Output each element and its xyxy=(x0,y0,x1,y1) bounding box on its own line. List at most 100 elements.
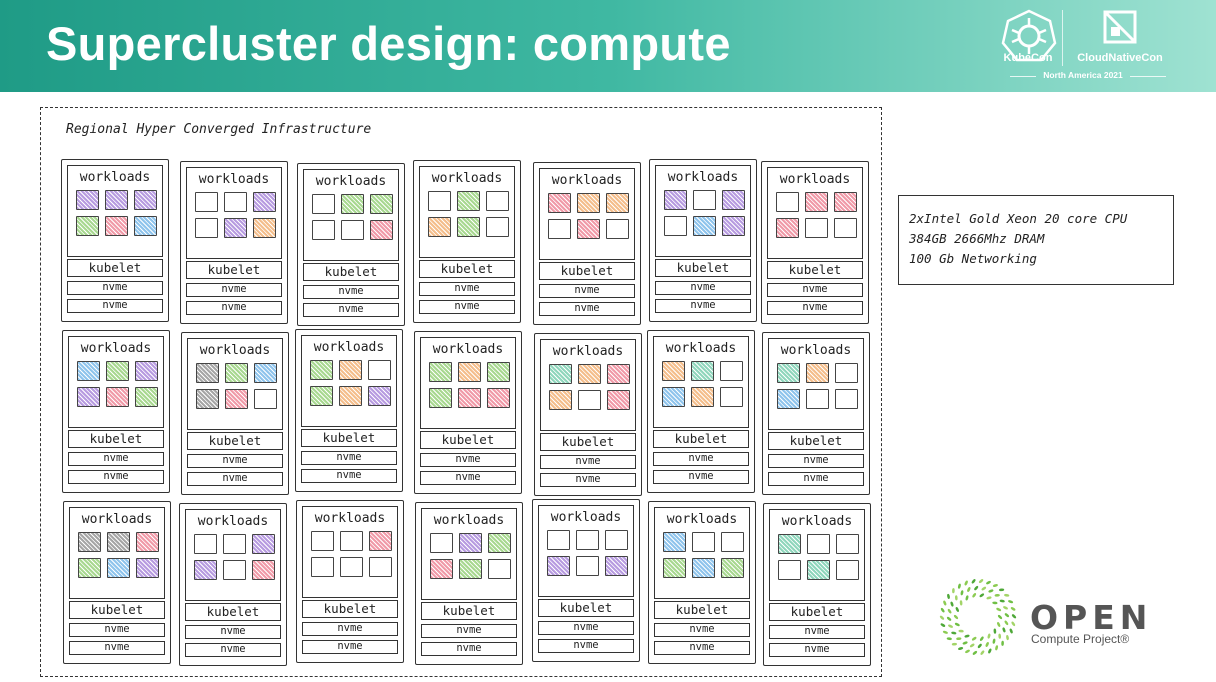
pod xyxy=(548,219,571,239)
pod xyxy=(663,558,686,578)
nvme-box: nvme xyxy=(767,301,863,315)
pod xyxy=(224,218,247,238)
nvme-box: nvme xyxy=(538,639,634,653)
nvme-box: nvme xyxy=(303,303,399,317)
pod xyxy=(370,220,393,240)
pod xyxy=(549,364,572,384)
kubelet-box: kubelet xyxy=(301,429,397,447)
ocp-leaf xyxy=(964,634,970,638)
ocp-leaf xyxy=(1011,614,1017,619)
nvme-box: nvme xyxy=(654,623,750,637)
workloads-box: workloads xyxy=(653,336,749,428)
ocp-leaf xyxy=(942,630,948,634)
ocp-leaf xyxy=(947,593,950,599)
pod xyxy=(135,361,158,381)
nvme-box: nvme xyxy=(419,300,515,314)
pod xyxy=(429,388,452,408)
ocp-leaf xyxy=(992,601,998,605)
pod-grid xyxy=(78,532,160,578)
pod xyxy=(606,219,629,239)
ocp-leaf xyxy=(958,629,964,633)
ocp-leaf xyxy=(967,587,971,592)
ocp-leaf xyxy=(1009,628,1013,634)
ocp-leaf xyxy=(986,596,992,600)
pod xyxy=(606,193,629,213)
nvme-box: nvme xyxy=(301,451,397,465)
ocp-leaf xyxy=(958,647,964,650)
pod xyxy=(805,192,828,212)
kubelet-box: kubelet xyxy=(540,433,636,451)
pod-grid xyxy=(430,533,512,579)
region-label: Regional Hyper Converged Infrastructure xyxy=(66,122,372,137)
workloads-box: workloads xyxy=(768,338,864,430)
pod xyxy=(692,532,715,552)
event-line-left xyxy=(1010,76,1036,77)
ocp-leaf xyxy=(977,643,982,649)
pod xyxy=(105,190,128,210)
ocp-leaf xyxy=(987,633,991,639)
pod xyxy=(663,532,686,552)
pod xyxy=(806,363,829,383)
pod xyxy=(662,387,685,407)
pod xyxy=(486,217,509,237)
event-line-right xyxy=(1130,76,1166,77)
pod xyxy=(578,364,601,384)
ocp-leaf xyxy=(962,641,968,645)
kubelet-box: kubelet xyxy=(654,601,750,619)
pod xyxy=(662,361,685,381)
nvme-box: nvme xyxy=(303,285,399,299)
ocp-leaf xyxy=(965,649,970,654)
pod xyxy=(430,559,453,579)
pod-grid xyxy=(310,360,392,406)
spec-line-memory: 384GB 2666Mhz DRAM xyxy=(909,231,1045,246)
nvme-box: nvme xyxy=(767,283,863,297)
nvme-box: nvme xyxy=(186,283,282,297)
pod xyxy=(311,557,334,577)
ocp-leaf xyxy=(986,580,991,585)
pod xyxy=(252,560,275,580)
pod xyxy=(254,389,277,409)
nvme-box: nvme xyxy=(302,622,398,636)
nvme-box: nvme xyxy=(419,282,515,296)
pod xyxy=(311,531,334,551)
pod xyxy=(135,387,158,407)
pod xyxy=(693,190,716,210)
kubelet-box: kubelet xyxy=(303,263,399,281)
workloads-box: workloads xyxy=(69,507,165,599)
pod xyxy=(722,190,745,210)
ocp-leaf xyxy=(952,588,955,594)
pod-grid xyxy=(777,363,859,409)
ocp-leaf xyxy=(943,600,947,606)
nvme-box: nvme xyxy=(67,299,163,313)
nvme-box: nvme xyxy=(538,621,634,635)
kubelet-box: kubelet xyxy=(187,432,283,450)
pod xyxy=(807,560,830,580)
pod xyxy=(429,362,452,382)
server-spec-box: 2xIntel Gold Xeon 20 core CPU 384GB 2666… xyxy=(898,195,1174,285)
kubelet-box: kubelet xyxy=(185,603,281,621)
kubelet-box: kubelet xyxy=(186,261,282,279)
nvme-box: nvme xyxy=(185,643,281,657)
ocp-leaf xyxy=(951,642,957,646)
pod xyxy=(194,534,217,554)
pod xyxy=(196,363,219,383)
workloads-label: workloads xyxy=(779,172,851,187)
pod xyxy=(134,216,157,236)
ocp-leaf xyxy=(974,585,979,591)
pod xyxy=(607,364,630,384)
pod xyxy=(369,531,392,551)
pod xyxy=(459,559,482,579)
workloads-label: workloads xyxy=(551,173,623,188)
workloads-label: workloads xyxy=(667,170,739,185)
workloads-label: workloads xyxy=(81,512,153,527)
workloads-box: workloads xyxy=(186,167,282,259)
nvme-box: nvme xyxy=(655,299,751,313)
pod xyxy=(549,390,572,410)
nvme-box: nvme xyxy=(69,641,165,655)
nvme-box: nvme xyxy=(653,470,749,484)
